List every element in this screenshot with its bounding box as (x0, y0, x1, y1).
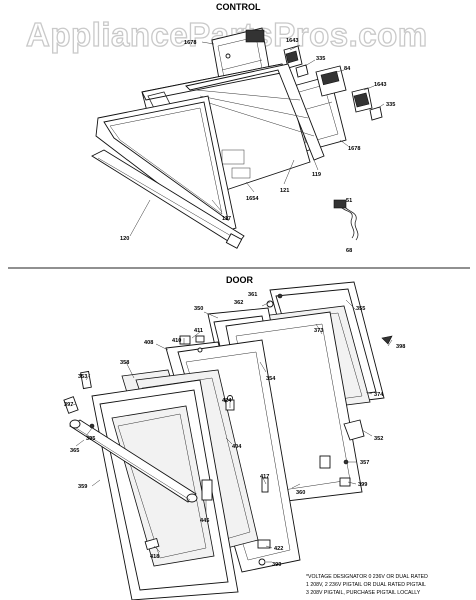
part-label: 398 (396, 344, 405, 350)
part-label: 51 (346, 198, 352, 204)
part-label: 358 (120, 360, 129, 366)
control-labels: 1678 1643 335 84 1643 335 1678 119 121 1… (120, 38, 395, 254)
control-parts-group (91, 27, 385, 249)
part-label: 117 (222, 216, 231, 222)
relay-switch-right (351, 87, 373, 113)
part-label: 445 (200, 518, 209, 524)
section-title-control: CONTROL (216, 2, 261, 12)
part-label: 1643 (374, 82, 386, 88)
clip-335-right (369, 106, 383, 121)
part-label: 397 (64, 402, 73, 408)
part-label: 417 (260, 474, 269, 480)
part-label: 353 (78, 374, 87, 380)
wire-harness (333, 199, 359, 241)
part-label: 1678 (184, 40, 196, 46)
handle-trim-120 (91, 149, 245, 249)
part-label: 335 (316, 56, 325, 62)
part-label: 373 (314, 328, 323, 334)
part-label: 411 (194, 328, 203, 334)
footnote-line: 1 208V, 2 236V PIGTAIL OR DUAL RATED PIG… (306, 582, 426, 588)
footnote-line: 3 208V PIGTAIL, PURCHASE PIGTAIL LOCALLY (306, 590, 421, 596)
part-label: 1678 (348, 146, 360, 152)
part-label: 399 (358, 482, 367, 488)
part-label: 395 (86, 436, 95, 442)
part-label: 365 (70, 448, 79, 454)
outer-door-359 (91, 379, 239, 600)
part-label: 352 (374, 436, 383, 442)
section-title-door: DOOR (226, 275, 254, 285)
part-label: 408 (144, 340, 153, 346)
part-label: 410 (172, 338, 181, 344)
door-parts-group (63, 281, 393, 600)
part-label: 357 (360, 460, 369, 466)
clip-335-upper (295, 64, 309, 78)
control-module-84 (315, 65, 347, 97)
part-label: 119 (312, 172, 321, 178)
part-label: 424 (222, 398, 232, 404)
part-label: 1643 (286, 38, 298, 44)
part-label: 335 (386, 102, 395, 108)
door-leader-lines (69, 299, 393, 563)
door-handle-365 (69, 419, 198, 503)
footnote-line: *VOLTAGE DESIGNATOR 0 236V OR DUAL RATED (306, 574, 428, 580)
part-label: 354 (266, 376, 276, 382)
part-label: 1654 (246, 196, 259, 202)
part-label: 361 (248, 292, 257, 298)
part-label: 121 (280, 188, 289, 194)
part-label: 418 (150, 554, 159, 560)
part-label: 362 (234, 300, 243, 306)
part-label: 68 (346, 248, 352, 254)
part-label: 84 (344, 66, 351, 72)
part-label: 404 (232, 444, 242, 450)
part-label: 355 (356, 306, 365, 312)
part-label: 359 (78, 484, 87, 490)
part-label: 360 (296, 490, 305, 496)
part-label: 350 (194, 306, 203, 312)
part-label: 374 (374, 392, 384, 398)
part-label: 120 (120, 236, 129, 242)
part-label: 399 (272, 562, 281, 568)
relay-switch-upper (283, 45, 303, 69)
part-label: 422 (274, 546, 283, 552)
door-labels: 350 362 361 355 373 398 411 410 408 354 … (64, 292, 405, 568)
voltage-footnote: *VOLTAGE DESIGNATOR 0 236V OR DUAL RATED… (306, 574, 428, 596)
control-leader-lines (129, 41, 385, 237)
